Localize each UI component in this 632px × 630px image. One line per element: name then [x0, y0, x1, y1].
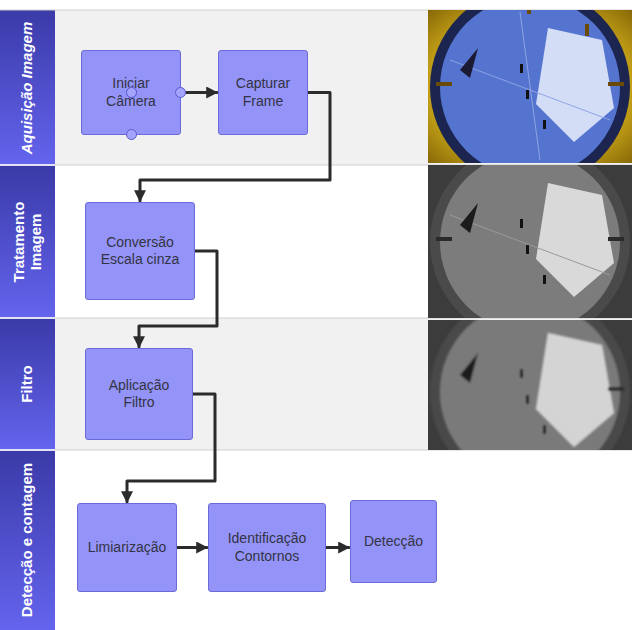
swimlane: Aquisição Imagem Iniciar Câmera Capturar F… — [0, 10, 428, 165]
process-box: Capturar Frame — [218, 50, 308, 135]
swimlane: Filtro Aplicação Filtro — [0, 318, 428, 450]
bar-separators — [0, 165, 55, 450]
grayscale-frame-photo — [428, 165, 632, 318]
lane-band — [55, 450, 632, 630]
connection-handle — [126, 87, 137, 98]
filtered-frame-photo — [428, 320, 632, 450]
swimlane: Detecção e contagem Limiarização Identific… — [0, 450, 632, 630]
lane-bar — [0, 450, 55, 630]
process-box: Iniciar Câmera — [81, 50, 181, 135]
process-box: Detecção — [350, 500, 437, 583]
box-label: Limiarização — [88, 539, 167, 557]
lane-title: Filtro — [19, 329, 36, 439]
process-box: Aplicação Filtro — [85, 348, 193, 440]
process-box: Identificação Contornos — [208, 503, 326, 592]
color-frame-photo — [428, 10, 632, 163]
flow-arrow — [177, 546, 207, 549]
flow-arrow — [326, 546, 349, 549]
box-label: Conversão Escala cinza — [94, 234, 186, 269]
box-label: Detecção — [364, 533, 423, 551]
lane-bar — [0, 318, 55, 450]
box-label: Aplicação Filtro — [99, 377, 179, 412]
box-label: Capturar Frame — [228, 75, 298, 110]
connection-handle — [175, 87, 186, 98]
lane-title: Tratamento Imagem — [11, 192, 44, 292]
box-label: Identificação Contornos — [217, 530, 317, 565]
lane-title: Aquisição Imagem — [19, 15, 36, 160]
connection-handle — [126, 129, 137, 140]
process-box: Conversão Escala cinza — [85, 202, 195, 300]
lane-bar — [0, 10, 55, 165]
process-box: Limiarização — [77, 503, 177, 592]
flow-arrow — [181, 91, 217, 94]
swimlane: Tratamento Imagem Conversão Escala cinza — [0, 165, 428, 318]
lane-bar — [0, 165, 55, 318]
lane-title: Detecção e contagem — [19, 455, 36, 625]
